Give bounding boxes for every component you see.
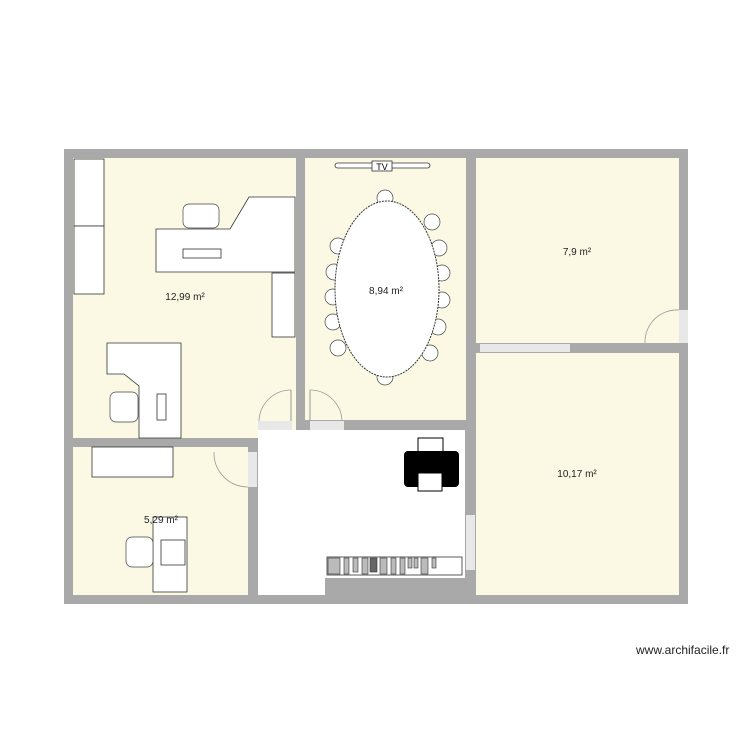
room-4-area: 10,17 m²: [557, 469, 597, 480]
room-2-area: 8,94 m²: [369, 286, 404, 297]
printer-icon: [404, 437, 459, 492]
cabinet: [73, 158, 105, 227]
door-room-3[interactable]: [644, 309, 688, 344]
window-room-3-4: [480, 344, 570, 352]
computer: [160, 539, 186, 566]
room-3-area: 7,9 m²: [563, 247, 592, 258]
keyboard: [182, 248, 222, 259]
door-room-2[interactable]: [309, 389, 344, 430]
room-3-floor: [476, 158, 679, 343]
chair: [125, 536, 154, 568]
cabinet: [271, 272, 296, 338]
cabinet: [73, 225, 105, 295]
room-5-area: 5,29 m²: [144, 515, 179, 526]
keyboard: [156, 393, 167, 421]
meeting-table: [334, 200, 440, 378]
shelf-items: [327, 557, 437, 575]
room-1-area: 12,99 m²: [165, 292, 205, 303]
chair: [182, 203, 220, 229]
tv-label: TV: [376, 162, 388, 172]
window-hall: [466, 515, 475, 570]
cabinet: [91, 446, 174, 478]
hall-floor-notch: [258, 578, 325, 595]
watermark: www.archifacile.fr: [636, 643, 730, 657]
tv-box: [371, 160, 393, 172]
chair: [109, 391, 139, 423]
door-room-1[interactable]: [258, 389, 292, 430]
door-room-5[interactable]: [213, 451, 257, 488]
room-4-floor: [476, 353, 679, 595]
